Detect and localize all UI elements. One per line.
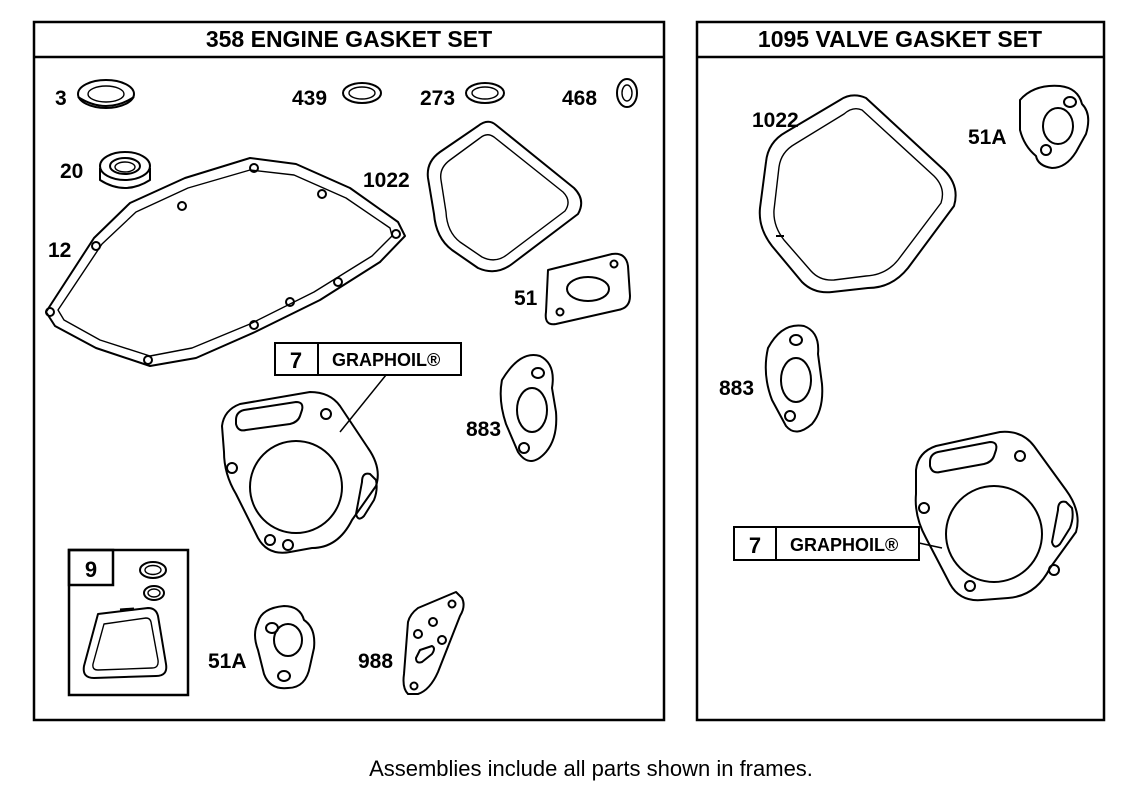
o-ring-439-drawing	[342, 82, 382, 104]
sub-kit-9-number: 9	[85, 557, 97, 582]
part-label-20: 20	[60, 160, 83, 183]
valve-graphoil-label: GRAPHOIL®	[790, 535, 898, 555]
valve-graphoil-callout: 7 GRAPHOIL®	[733, 526, 943, 561]
valve-head-gasket-7-drawing	[914, 430, 1079, 602]
seal-ring-3-drawing	[77, 79, 135, 109]
valve-gasket-panel: 1095 VALVE GASKET SET 1022 51A 883	[695, 20, 1106, 722]
engine-gasket-title: 358 ENGINE GASKET SET	[206, 26, 492, 52]
intake-gasket-883-drawing	[499, 354, 558, 462]
part-label-12: 12	[48, 239, 71, 262]
oil-seal-20-drawing	[99, 151, 151, 189]
carburetor-gasket-51-drawing	[544, 252, 631, 326]
head-gasket-7-drawing	[221, 391, 379, 554]
part-label-3: 3	[55, 87, 67, 110]
o-ring-273-drawing	[465, 82, 505, 104]
engine-gasket-panel: 358 ENGINE GASKET SET 3 439 273 468 20 1…	[32, 20, 666, 722]
valve-gasket-51a-drawing	[1019, 84, 1090, 169]
footer-note: Assemblies include all parts shown in fr…	[369, 756, 813, 781]
part-label-51a: 51A	[208, 650, 247, 673]
rocker-cover-gasket-1022-drawing	[426, 120, 583, 273]
valve-gasket-title: 1095 VALVE GASKET SET	[758, 26, 1042, 52]
part-label-273: 273	[420, 87, 455, 110]
crankcase-gasket-12-drawing	[45, 157, 406, 367]
valve-part-label-883: 883	[719, 377, 754, 400]
valve-intake-gasket-883-drawing	[764, 324, 824, 433]
part-label-883: 883	[466, 418, 501, 441]
engine-graphoil-number: 7	[290, 348, 302, 373]
part-label-1022: 1022	[363, 169, 410, 192]
gasket-51a-drawing	[254, 605, 316, 690]
part-label-439: 439	[292, 87, 327, 110]
valve-part-label-1022: 1022	[752, 109, 799, 132]
washer-468-drawing	[616, 78, 638, 108]
engine-graphoil-label: GRAPHOIL®	[332, 350, 440, 370]
valve-graphoil-number: 7	[749, 533, 761, 558]
valve-part-label-51a: 51A	[968, 126, 1007, 149]
part-label-51: 51	[514, 287, 538, 310]
gasket-988-drawing	[402, 591, 465, 695]
valve-rocker-cover-gasket-1022-drawing	[758, 94, 957, 294]
engine-graphoil-callout: 7 GRAPHOIL®	[274, 342, 462, 433]
part-label-988: 988	[358, 650, 393, 673]
sub-kit-9-frame: 9	[67, 548, 190, 697]
part-label-468: 468	[562, 87, 597, 110]
